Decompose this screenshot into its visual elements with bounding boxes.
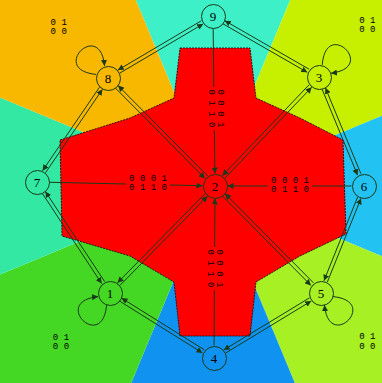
state-circle: 3 xyxy=(307,65,332,90)
state-circle: 6 xyxy=(352,174,377,199)
state-circle: 5 xyxy=(309,281,334,306)
state-circle: 4 xyxy=(202,346,227,371)
matrix-label: 0 0 0 1 0 1 1 0 xyxy=(268,176,311,197)
transition-arrow xyxy=(223,194,314,286)
matrix-label: 0 0 0 1 0 1 1 0 xyxy=(126,174,169,195)
state-circle: 7 xyxy=(25,170,50,195)
state-circle: 8 xyxy=(96,66,121,91)
state-number: 3 xyxy=(316,71,323,84)
transition-arrow xyxy=(117,194,207,286)
matrix-label: 0 0 0 1 0 1 1 0 xyxy=(204,246,225,289)
transition-arrow xyxy=(78,297,106,326)
transition-arrow xyxy=(224,298,312,353)
state-number: 2 xyxy=(212,180,219,193)
matrix-label: 0 1 0 0 xyxy=(50,333,71,354)
matrix-label: 0 1 0 0 xyxy=(48,18,69,39)
matrix-label: 0 1 0 0 xyxy=(357,16,378,37)
transition-arrow xyxy=(322,45,350,74)
state-circle: 9 xyxy=(201,4,226,29)
transition-arrow xyxy=(324,197,361,282)
transition-arrow xyxy=(322,88,361,175)
state-number: 8 xyxy=(105,72,112,85)
transition-arrow xyxy=(76,46,104,74)
transition-arrow xyxy=(118,21,203,73)
transition-arrow xyxy=(116,86,208,179)
state-number: 7 xyxy=(34,176,41,189)
state-number: 9 xyxy=(210,10,217,23)
state-circle: 1 xyxy=(98,281,123,306)
matrix-label: 0 1 0 0 xyxy=(357,332,378,353)
transition-arrow xyxy=(120,298,205,353)
transition-arrow xyxy=(324,297,352,325)
transition-arrow xyxy=(222,85,311,178)
transition-arrow xyxy=(42,191,104,283)
state-circle: 2 xyxy=(203,174,228,199)
matrix-label: 0 0 0 1 0 1 1 0 xyxy=(205,86,226,129)
transition-arrow xyxy=(223,21,309,73)
state-number: 5 xyxy=(318,287,325,300)
state-number: 4 xyxy=(211,352,218,365)
state-number: 1 xyxy=(107,287,114,300)
transition-arrow xyxy=(43,87,103,172)
state-number: 6 xyxy=(361,180,368,193)
